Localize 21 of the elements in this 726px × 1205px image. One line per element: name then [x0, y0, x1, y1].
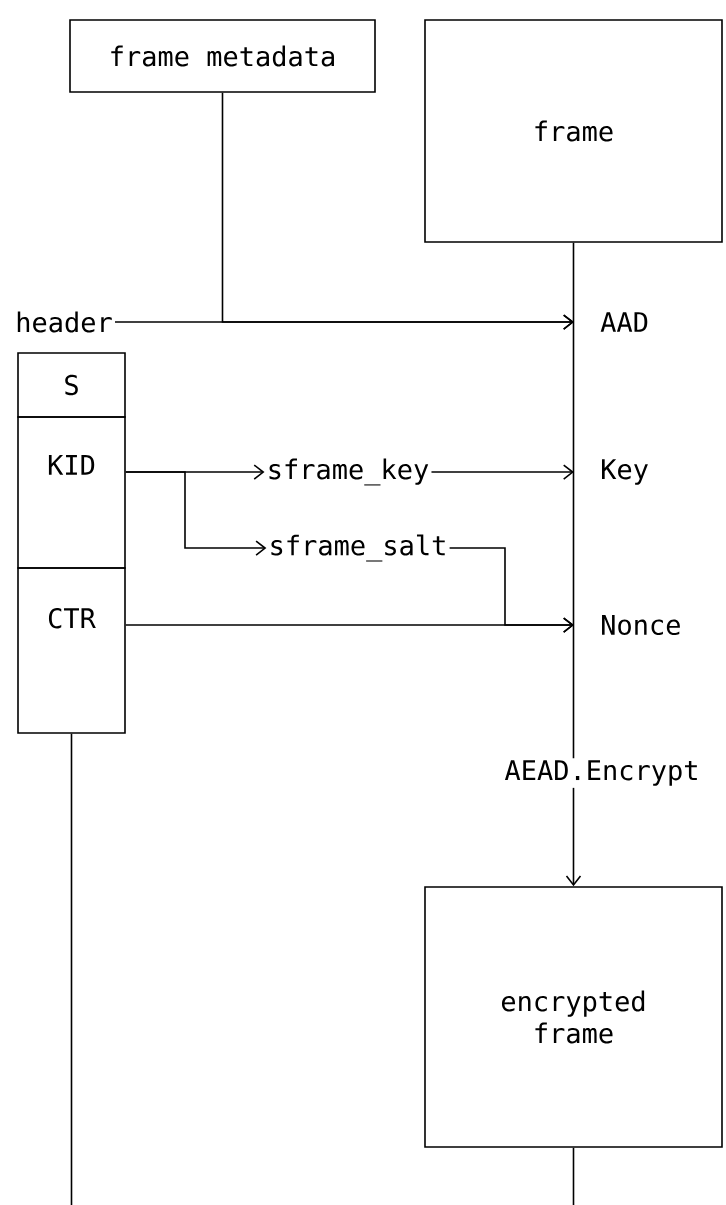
- arrow: [565, 787, 582, 887]
- connector-line: [572, 1147, 575, 1205]
- process-box: frame: [424, 19, 723, 243]
- arrow: [125, 471, 267, 556]
- input-label: Key: [602, 459, 648, 485]
- header-field: KID: [17, 416, 126, 569]
- connector-line: [572, 242, 575, 759]
- input-label: header: [17, 311, 112, 333]
- input-label: AAD: [600, 312, 648, 332]
- arrow: [430, 464, 574, 480]
- header-field: CTR: [17, 567, 126, 734]
- header-field: S: [17, 352, 126, 418]
- operation-label: AEAD.Encrypt: [504, 760, 697, 786]
- connector-line: [70, 733, 73, 1205]
- arrow: [221, 92, 574, 330]
- process-box: frame metadata: [69, 19, 376, 93]
- process-box: encrypted frame: [424, 886, 723, 1148]
- arrow: [125, 617, 574, 633]
- derived-salt-label: sframe_salt: [271, 534, 445, 562]
- derived-key-label: sframe_key: [269, 458, 429, 486]
- input-label: Nonce: [602, 614, 680, 636]
